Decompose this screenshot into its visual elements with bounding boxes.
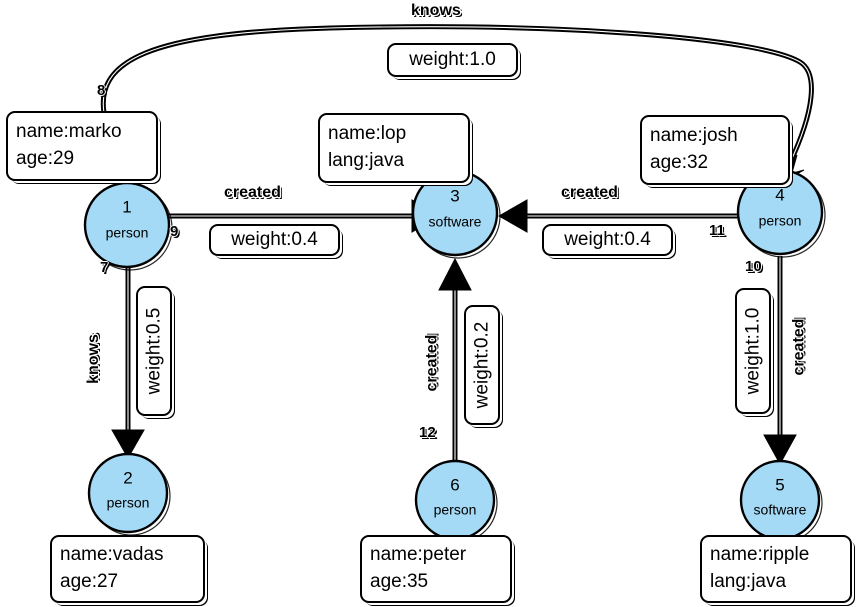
vertex-3-label: software (429, 214, 482, 230)
edge-11-label: created (561, 184, 618, 201)
edge-7-id: 7 (100, 259, 109, 276)
vertex-6-id: 6 (450, 475, 459, 494)
vertex-2-property-box[interactable]: name:vadas age:27 (50, 535, 205, 603)
vertex-5-label: software (754, 502, 807, 518)
edge-10-created (763, 256, 797, 466)
vertex-1-label: person (106, 225, 149, 241)
vertex-2[interactable]: 2 person (87, 452, 171, 536)
vertex-6-property-box[interactable]: name:peter age:35 (360, 535, 512, 603)
vertex-3-property-lang: lang:java (328, 150, 405, 171)
vertex-2-property-name: name:vadas (60, 544, 164, 566)
vertex-6-label: person (434, 502, 477, 518)
edge-7-weight-box[interactable]: weight:0.5 (136, 286, 172, 416)
vertex-6-property-name: name:peter (370, 544, 467, 566)
edge-9-label: created (224, 184, 281, 201)
edge-12-weight-text: weight:0.2 (471, 321, 492, 409)
vertex-1-id: 1 (122, 197, 131, 216)
vertex-5[interactable]: 5 software (739, 459, 823, 543)
vertex-2-label: person (107, 495, 150, 511)
vertex-3-property-box[interactable]: name:lop lang:java (318, 113, 470, 183)
edge-10-weight-box[interactable]: weight:1.0 (735, 288, 771, 414)
edge-7-knows (111, 268, 145, 460)
edge-12-id: 12 (419, 424, 436, 441)
edge-8-label: knows (411, 2, 461, 19)
vertex-4-id: 4 (775, 185, 784, 204)
edge-11-weight-box[interactable]: weight:0.4 (542, 224, 673, 256)
vertex-2-property-age: age:27 (60, 571, 119, 592)
edge-10-weight-text: weight:1.0 (742, 307, 763, 395)
edge-12-label: created (423, 334, 441, 392)
edge-9-weight-text: weight:0.4 (231, 229, 318, 250)
vertex-1-property-age: age:29 (16, 148, 75, 169)
vertex-4-property-name: name:josh (650, 125, 738, 147)
vertex-3-property-name: name:lop (328, 123, 407, 145)
edge-8-id: 8 (97, 82, 106, 99)
vertex-1-property-name: name:marko (16, 121, 122, 143)
vertex-4-property-box[interactable]: name:josh age:32 (640, 115, 790, 185)
vertex-6[interactable]: 6 person (414, 459, 498, 543)
edge-11-created (497, 199, 738, 233)
vertex-5-id: 5 (775, 475, 784, 494)
vertex-5-property-name: name:ripple (710, 544, 810, 566)
edge-9-weight-box[interactable]: weight:0.4 (209, 224, 340, 256)
edge-7-weight-text: weight:0.5 (143, 307, 164, 395)
edge-12-created (438, 257, 472, 460)
vertex-5-property-box[interactable]: name:ripple lang:java (700, 535, 852, 603)
edge-10-label: created (790, 318, 808, 376)
edge-7-label: knows (84, 334, 102, 384)
edge-9-id: 9 (170, 223, 179, 240)
vertex-4-label: person (759, 213, 802, 229)
vertex-3[interactable]: 3 software (411, 169, 501, 259)
edge-8-weight-text: weight:1.0 (409, 49, 496, 70)
vertex-5-property-lang: lang:java (710, 571, 787, 592)
vertex-1-property-box[interactable]: name:marko age:29 (6, 111, 158, 181)
edge-10-id: 10 (745, 258, 762, 275)
vertex-3-id: 3 (450, 186, 459, 205)
vertex-2-id: 2 (123, 468, 132, 487)
vertex-1[interactable]: 1 person (83, 181, 173, 271)
vertex-6-property-age: age:35 (370, 571, 429, 592)
edge-11-id: 11 (709, 222, 725, 239)
edge-8-weight-box[interactable]: weight:1.0 (387, 43, 518, 77)
vertex-4-property-age: age:32 (650, 152, 709, 173)
edge-11-weight-text: weight:0.4 (564, 229, 651, 250)
edge-12-weight-box[interactable]: weight:0.2 (464, 305, 500, 425)
